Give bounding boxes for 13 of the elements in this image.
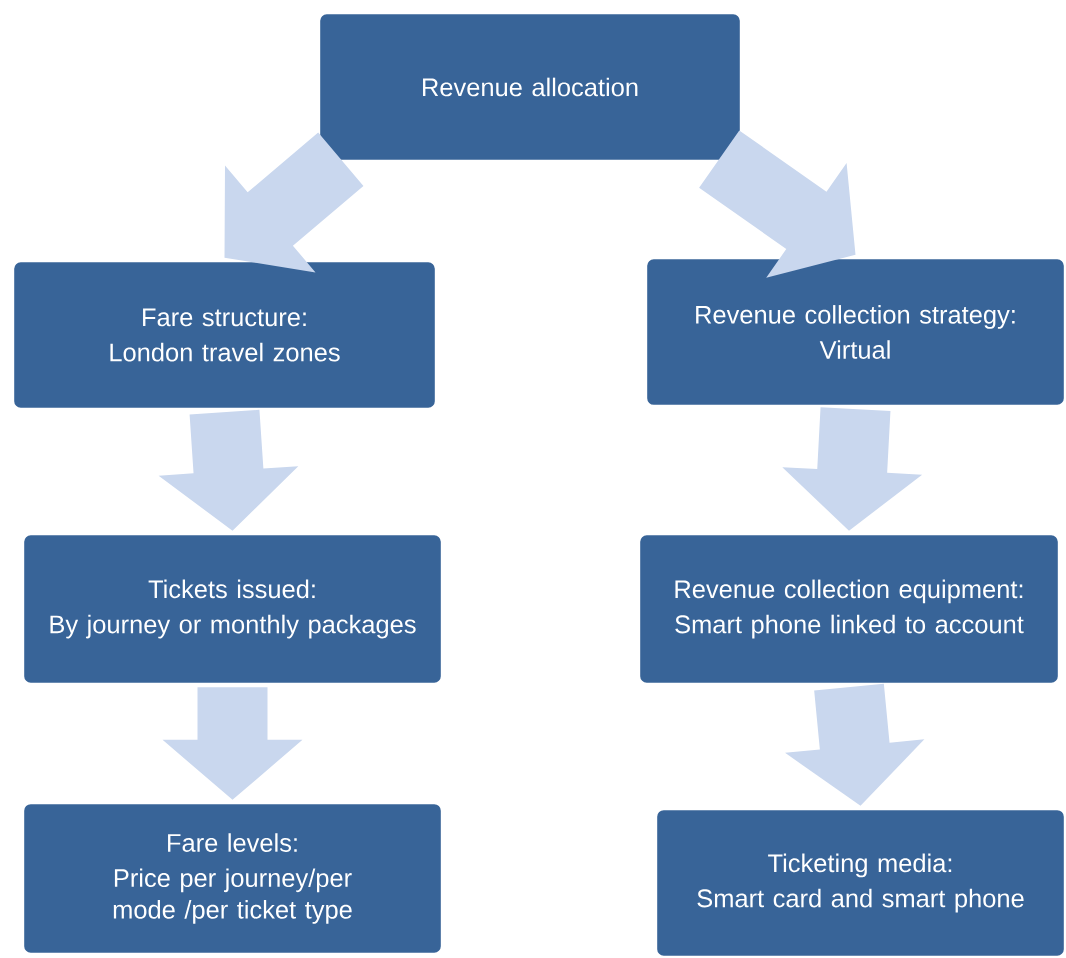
process-box: Revenue collection equipment: Smart phone linked to account — [635, 530, 1063, 688]
block-arrow — [224, 132, 364, 273]
process-box: Revenue collection strategy: Virtual — [642, 254, 1066, 410]
block-arrow — [699, 130, 856, 278]
block-arrow — [782, 407, 923, 531]
block-arrow — [785, 683, 925, 806]
process-box: Tickets issued: By journey or monthly packages — [19, 530, 446, 688]
process-box: Fare structure: London travel zones — [9, 257, 440, 413]
process-box: Revenue allocation — [315, 9, 745, 165]
process-box: Ticketing media: Smart card and smart phone — [652, 805, 1066, 958]
block-arrow — [162, 687, 303, 800]
process-box: Fare levels: Price per journey/per mode /per ticket type — [19, 799, 446, 958]
block-arrow — [158, 409, 299, 531]
